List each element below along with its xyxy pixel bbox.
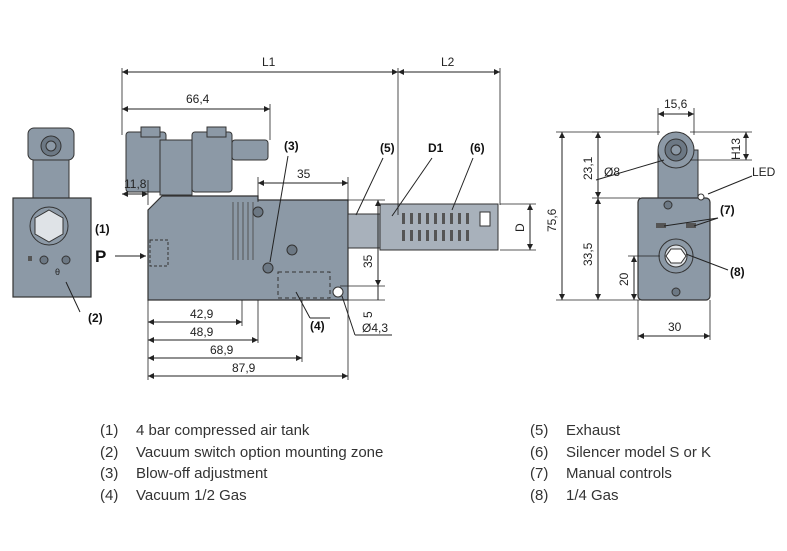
led-label-group: LED <box>707 165 776 195</box>
dim-4-3: Ø4,3 <box>341 295 392 336</box>
legend-num: (3) <box>100 465 119 482</box>
dim-33-5: 33,5 <box>581 198 601 300</box>
svg-text:θ: θ <box>55 267 60 277</box>
legend-num: (5) <box>530 422 549 439</box>
port-p-label: P <box>95 247 106 266</box>
callout-7-group: (7) <box>663 203 735 227</box>
legend-num: (6) <box>530 443 549 461</box>
dim-42-9: 42,9 <box>190 307 214 321</box>
legend-item: (8) 1/4 Gas <box>530 485 711 507</box>
dim-11-8: 11,8 <box>122 177 149 205</box>
legend-num: (4) <box>100 486 119 504</box>
legend-item: (4) Vacuum 1/2 Gas <box>100 485 383 507</box>
dim-4-3: Ø4,3 <box>362 321 388 335</box>
callout-1: (1) <box>95 222 110 236</box>
main-side-view <box>125 126 499 301</box>
legend-num: (7) <box>530 465 549 482</box>
callout-4: (4) <box>310 319 325 333</box>
dim-66-4: 66,4 <box>122 92 271 140</box>
legend-text: Exhaust <box>566 422 621 439</box>
callout-4-group: (4) <box>295 291 330 333</box>
left-end-view: θ <box>12 127 92 298</box>
callout-d1: D1 <box>428 141 444 155</box>
dim-87-9: 87,9 <box>232 361 256 375</box>
legend-text: Vacuum 1/2 Gas <box>136 486 247 504</box>
right-end-view <box>637 131 711 301</box>
legend-num: (1) <box>100 422 119 439</box>
dim-30: 30 <box>637 300 711 340</box>
dim-diam-8: Ø8 <box>604 165 620 179</box>
legend-item: (2) Vacuum switch option mounting zone <box>100 442 383 464</box>
legend-text: Manual controls <box>566 465 672 482</box>
dim-33-5: 33,5 <box>581 242 595 266</box>
dim-h13: H13 <box>729 138 743 160</box>
legend-item: (7) Manual controls <box>530 463 711 485</box>
dim-l1-l2: L1 L2 <box>121 55 501 215</box>
dim-20: 20 <box>617 272 631 286</box>
dim-bottom-stack: 42,9 48,9 68,9 87,9 <box>147 300 349 380</box>
dim-35-top: 35 <box>297 167 311 181</box>
dim-20: 20 <box>617 255 660 300</box>
legend-text: Blow-off adjustment <box>136 465 268 482</box>
dim-11-8: 11,8 <box>124 177 147 191</box>
legend-text: 1/4 Gas <box>566 486 619 504</box>
callout-2: (2) <box>88 311 103 325</box>
dim-23-1: 23,1 <box>581 156 595 180</box>
dim-5: 5 <box>361 311 375 318</box>
callout-d1-group: D1 <box>391 141 444 217</box>
legend-item: (1) 4 bar compressed air tank <box>100 420 383 442</box>
callout-3-group: (3) <box>269 139 299 263</box>
callout-3: (3) <box>284 139 299 153</box>
dim-68-9: 68,9 <box>210 343 234 357</box>
dim-d: D <box>513 223 527 232</box>
legend-item: (3) Blow-off adjustment <box>100 463 383 485</box>
legend-item: (6) Silencer model S or K <box>530 442 711 464</box>
dim-30: 30 <box>668 320 682 334</box>
inlet-arrow: (1) P <box>95 222 146 266</box>
dim-35-vert: 35 <box>361 254 375 268</box>
dim-h13: H13 <box>690 131 752 161</box>
legend-text: 4 bar compressed air tank <box>136 422 310 439</box>
led-label: LED <box>752 165 776 179</box>
legend-text: Silencer model S or K <box>566 443 712 461</box>
callout-6: (6) <box>470 141 485 155</box>
legend-text: Vacuum switch option mounting zone <box>136 443 384 461</box>
dim-l2: L2 <box>441 55 455 69</box>
dim-l1: L1 <box>262 55 276 69</box>
dim-48-9: 48,9 <box>190 325 214 339</box>
legend-num: (8) <box>530 486 549 504</box>
dim-75-6: 75,6 <box>545 208 559 232</box>
dim-5: 5 <box>340 286 385 318</box>
dim-35-vert: 35 <box>330 199 385 287</box>
callout-8-group: (8) <box>685 253 745 279</box>
legend-item: (5) Exhaust <box>530 420 711 442</box>
dim-15-6: 15,6 <box>664 97 688 111</box>
dim-diam-8: Ø8 <box>595 159 665 181</box>
dim-66-4: 66,4 <box>186 92 210 106</box>
callout-5: (5) <box>380 141 395 155</box>
legend-left: (1) 4 bar compressed air tank (2) Vacuum s… <box>100 420 383 506</box>
callout-6-group: (6) <box>451 141 485 211</box>
legend-right: (5) Exhaust (6) Silencer model S or K (7) M… <box>530 420 711 506</box>
dim-35-top: 35 <box>257 167 349 202</box>
callout-7: (7) <box>720 203 735 217</box>
dim-d: D <box>500 203 536 251</box>
dim-15-6: 15,6 <box>657 97 695 135</box>
callout-5-group: (5) <box>355 141 395 216</box>
legend-num: (2) <box>100 443 119 461</box>
callout-8: (8) <box>730 265 745 279</box>
callout-2-leader: (2) <box>65 281 103 325</box>
